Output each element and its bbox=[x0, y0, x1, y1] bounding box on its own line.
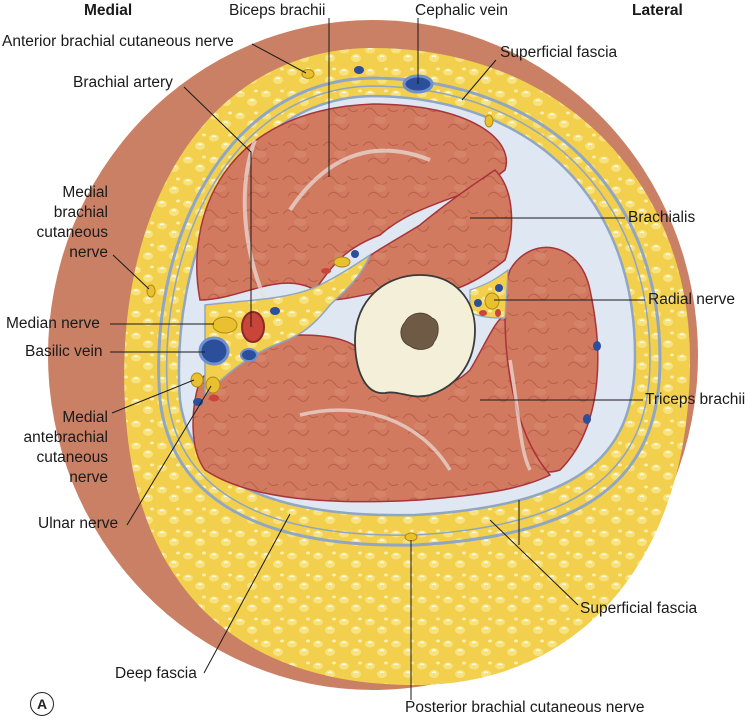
label-line: antebrachial bbox=[23, 429, 108, 446]
label-line: cutaneous bbox=[36, 224, 108, 241]
leader-deep-fascia bbox=[203, 513, 291, 674]
label-ulnar-nerve: Ulnar nerve bbox=[38, 515, 119, 532]
label-line: nerve bbox=[69, 244, 108, 261]
superior-ulnar-collateral-artery-marker bbox=[209, 394, 219, 402]
leader-medial-antebrachial bbox=[111, 379, 195, 414]
triceps-intermuscular-line bbox=[299, 359, 532, 471]
median-nerve-marker bbox=[212, 316, 238, 334]
leader-ulnar-nerve bbox=[126, 385, 212, 526]
superficial-vein-marker bbox=[354, 66, 364, 74]
triceps-brachii-muscle bbox=[192, 313, 552, 503]
profunda-brachii-artery-marker bbox=[479, 310, 487, 316]
medial-brachial-cutaneous-nerve-marker bbox=[146, 284, 156, 298]
label-biceps-brachii: Biceps brachii bbox=[229, 2, 326, 19]
label-line: nerve bbox=[69, 469, 108, 486]
orientation-label-lateral: Lateral bbox=[632, 2, 683, 19]
label-deep-fascia: Deep fascia bbox=[115, 665, 197, 682]
label-medial-antebrachial-cutaneous-nerve: Medial antebrachial cutaneous nerve bbox=[2, 408, 108, 488]
label-triceps-brachii: Triceps brachii bbox=[645, 391, 746, 408]
superficial-fascia-layer bbox=[157, 76, 662, 547]
brachial-vein-marker-2 bbox=[270, 307, 280, 315]
panel-label-badge: A bbox=[30, 692, 54, 716]
brachial-artery-marker bbox=[241, 311, 265, 343]
posterior-brachial-cutaneous-nerve-marker bbox=[404, 532, 418, 542]
label-line: Medial bbox=[62, 184, 108, 201]
label-cephalic-vein: Cephalic vein bbox=[415, 2, 509, 19]
radial-vein-marker-2 bbox=[495, 284, 503, 292]
leader-brachial-artery bbox=[183, 86, 252, 327]
biceps-intermuscular-line bbox=[242, 139, 431, 301]
label-medial-brachial-cutaneous-nerve: Medial brachial cutaneous nerve bbox=[20, 183, 108, 263]
basilic-vein-marker bbox=[198, 336, 230, 366]
leader-anterior-cutaneous bbox=[251, 43, 307, 74]
label-brachial-artery: Brachial artery bbox=[73, 74, 173, 91]
label-anterior-brachial-cutaneous-nerve: Anterior brachial cutaneous nerve bbox=[2, 33, 234, 50]
label-superficial-fascia-top: Superficial fascia bbox=[500, 44, 618, 61]
label-line: cutaneous bbox=[36, 449, 108, 466]
small-vessel-marker bbox=[351, 250, 359, 258]
superficial-nerve-marker bbox=[484, 114, 494, 128]
leader-superficial-fascia-bottom bbox=[489, 519, 579, 606]
leader-superficial-fascia-top bbox=[461, 59, 497, 101]
medial-antebrachial-cutaneous-nerve-marker bbox=[190, 372, 204, 388]
lateral-superficial-vein-marker-2 bbox=[583, 414, 591, 424]
small-artery-marker bbox=[321, 268, 331, 274]
leader-lines bbox=[110, 18, 645, 700]
label-radial-nerve: Radial nerve bbox=[648, 291, 736, 308]
label-basilic-vein: Basilic vein bbox=[25, 343, 103, 360]
radial-nerve-marker bbox=[484, 292, 500, 310]
radial-vein-marker bbox=[474, 299, 482, 307]
label-posterior-brachial-cutaneous-nerve: Posterior brachial cutaneous nerve bbox=[405, 699, 645, 716]
brachial-vein-marker bbox=[240, 348, 258, 362]
label-superficial-fascia-bottom: Superficial fascia bbox=[580, 600, 698, 617]
label-line: Medial bbox=[62, 409, 108, 426]
label-median-nerve: Median nerve bbox=[6, 315, 100, 332]
bone-marrow bbox=[400, 312, 439, 350]
leader-medial-brachial-cutaneous bbox=[112, 254, 150, 290]
orientation-label-medial: Medial bbox=[84, 2, 133, 19]
label-line: brachial bbox=[53, 204, 108, 221]
anterior-brachial-cutaneous-nerve-marker bbox=[301, 69, 315, 79]
label-brachialis: Brachialis bbox=[628, 209, 696, 226]
profunda-brachii-artery-marker-2 bbox=[495, 309, 501, 317]
musculocutaneous-nerve-marker bbox=[333, 256, 351, 268]
lateral-superficial-vein-marker bbox=[593, 341, 601, 351]
